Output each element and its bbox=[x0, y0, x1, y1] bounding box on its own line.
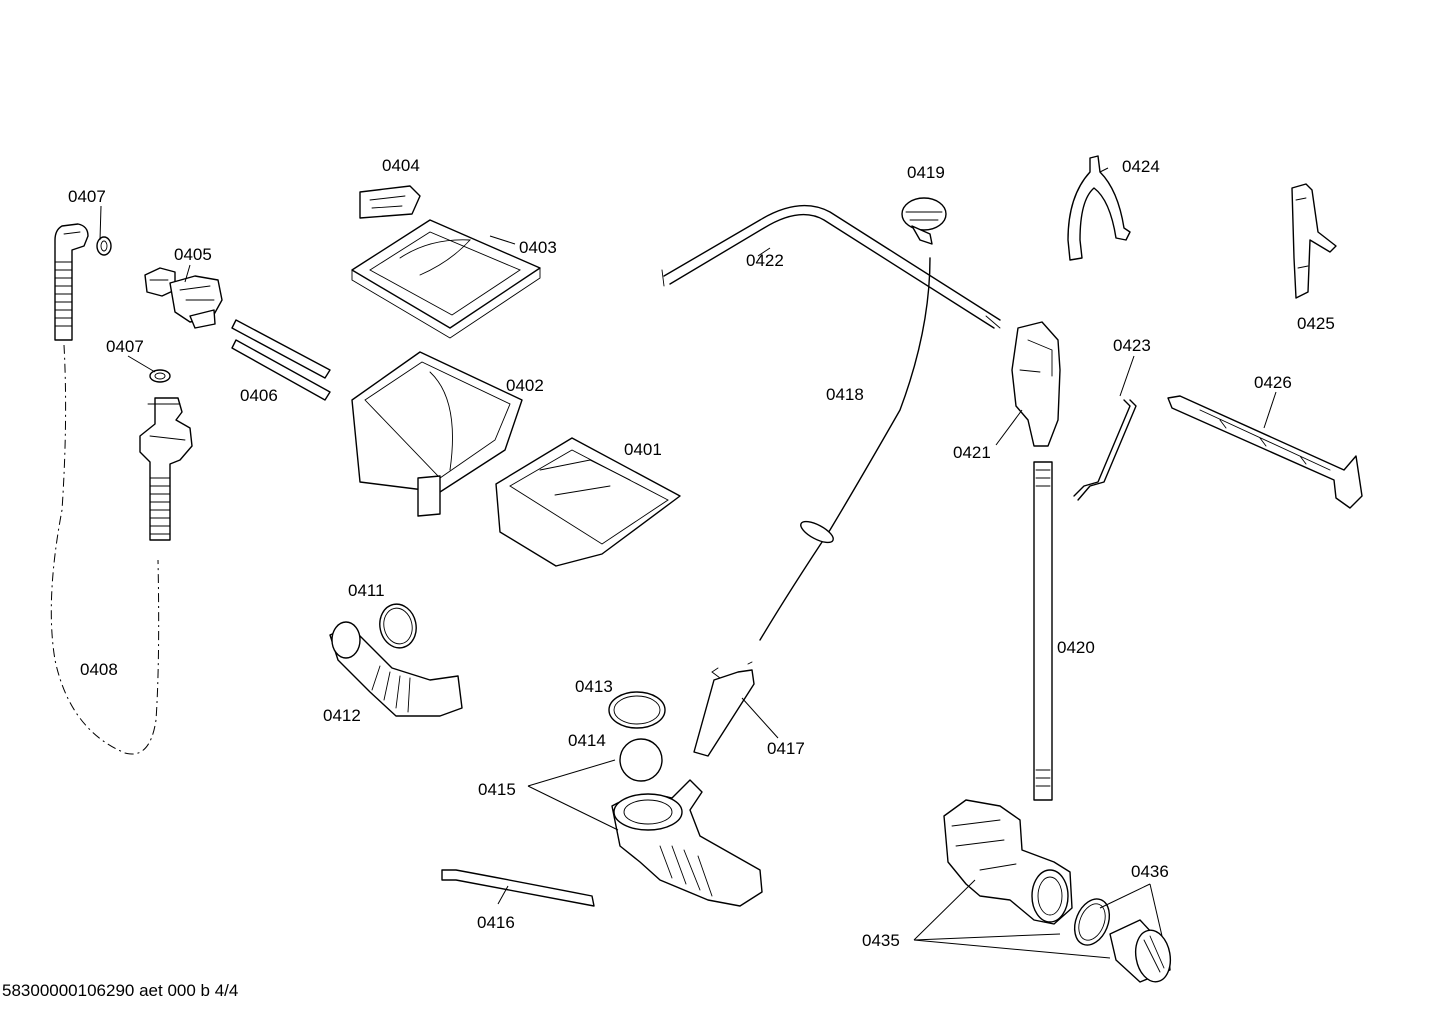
label-0426: 0426 bbox=[1254, 373, 1292, 392]
part-0436-filter bbox=[1109, 919, 1172, 983]
leader-0403 bbox=[489, 235, 516, 245]
part-0411-ring bbox=[379, 603, 417, 649]
leader-0424 bbox=[1099, 167, 1109, 173]
label-0404: 0404 bbox=[382, 156, 420, 175]
part-0422-long-tube bbox=[661, 204, 1001, 329]
label-0415: 0415 bbox=[478, 780, 516, 799]
label-0425: 0425 bbox=[1297, 314, 1335, 333]
label-0407-mid: 0407 bbox=[106, 337, 144, 356]
part-0407-washer bbox=[149, 369, 171, 383]
part-0419-pressure-switch bbox=[901, 197, 947, 245]
part-0414-ball bbox=[619, 738, 663, 782]
label-0413: 0413 bbox=[575, 677, 613, 696]
part-0404-latch bbox=[359, 185, 421, 219]
label-0424: 0424 bbox=[1122, 157, 1160, 176]
part-0435-drain-pump bbox=[943, 799, 1073, 925]
leader-0416 bbox=[497, 885, 509, 905]
part-0403-tray-lid bbox=[351, 219, 541, 339]
part-0420-vertical-hose bbox=[1033, 461, 1053, 801]
label-0402: 0402 bbox=[506, 376, 544, 395]
label-0403: 0403 bbox=[519, 238, 557, 257]
part-0436-ring bbox=[1073, 898, 1111, 946]
part-0417-cylinder bbox=[693, 661, 755, 757]
part-0406-tubes bbox=[231, 319, 331, 401]
label-0418: 0418 bbox=[826, 385, 864, 404]
footer-document-code: 58300000106290 aet 000 b 4/4 bbox=[2, 981, 239, 1000]
leader-0415-a bbox=[527, 759, 616, 787]
leader-0407b bbox=[127, 355, 156, 373]
label-0421: 0421 bbox=[953, 443, 991, 462]
part-0426-rail bbox=[1167, 395, 1363, 509]
part-0415-sump bbox=[611, 779, 763, 907]
label-0417: 0417 bbox=[767, 739, 805, 758]
label-0401: 0401 bbox=[624, 440, 662, 459]
part-0421-chamber bbox=[1011, 321, 1061, 447]
part-0412-bellows bbox=[329, 621, 463, 717]
part-0413-ring bbox=[608, 691, 666, 729]
part-0416-small-hose bbox=[441, 869, 595, 907]
label-0406: 0406 bbox=[240, 386, 278, 405]
label-0422: 0422 bbox=[746, 251, 784, 270]
leader-0415-b bbox=[527, 785, 619, 831]
leader-0435-b bbox=[913, 933, 1061, 941]
label-0436: 0436 bbox=[1131, 862, 1169, 881]
leader-0436-a bbox=[1099, 883, 1151, 909]
label-0411: 0411 bbox=[348, 581, 385, 600]
part-0408-inlet-hose-lower bbox=[139, 397, 193, 541]
label-0416: 0416 bbox=[477, 913, 515, 932]
inlet-hose-dashed-path bbox=[50, 344, 160, 755]
leader-0407a bbox=[99, 205, 102, 241]
part-0423-rod bbox=[1073, 399, 1137, 501]
label-0435: 0435 bbox=[862, 931, 900, 950]
label-0405: 0405 bbox=[174, 245, 212, 264]
leader-0417 bbox=[741, 697, 779, 739]
label-0423: 0423 bbox=[1113, 336, 1151, 355]
part-0424-y-bracket bbox=[1067, 155, 1131, 261]
part-0418-pressure-tube bbox=[759, 257, 931, 641]
part-0425-bracket bbox=[1291, 183, 1337, 299]
leader-0426 bbox=[1263, 391, 1277, 429]
label-0414: 0414 bbox=[568, 731, 606, 750]
leader-0421 bbox=[995, 409, 1023, 446]
label-0420: 0420 bbox=[1057, 638, 1095, 657]
part-0401-drawer bbox=[495, 437, 681, 567]
leader-0405 bbox=[184, 264, 191, 283]
leader-0436-b bbox=[1149, 883, 1163, 937]
part-0407-elbow-hose bbox=[54, 223, 112, 341]
label-0412: 0412 bbox=[323, 706, 361, 725]
leader-0435-a bbox=[913, 879, 976, 941]
leader-0435-c bbox=[913, 939, 1111, 959]
label-0407-top: 0407 bbox=[68, 187, 106, 206]
part-0402-dispenser-housing bbox=[351, 351, 523, 517]
label-0408: 0408 bbox=[80, 660, 118, 679]
leader-0423 bbox=[1119, 355, 1135, 397]
label-0419: 0419 bbox=[907, 163, 945, 182]
leader-0422 bbox=[757, 247, 771, 257]
part-0405-valve bbox=[144, 267, 223, 329]
